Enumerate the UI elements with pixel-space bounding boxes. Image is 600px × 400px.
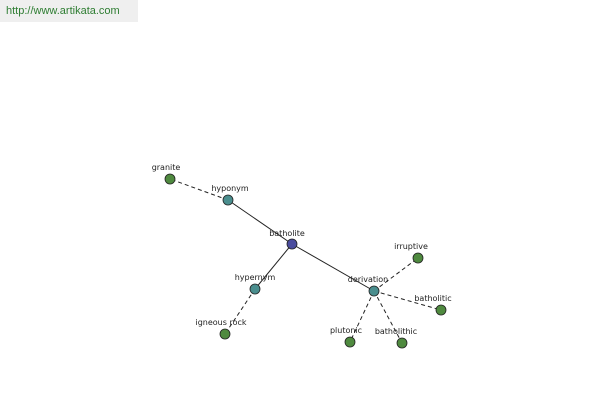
node-igneous-rock[interactable] (219, 328, 231, 340)
label-granite: granite (152, 163, 181, 172)
edge-hypernym-igneous-rock (224, 288, 256, 335)
label-derivation: derivation (348, 275, 388, 284)
label-hyponym: hyponym (211, 184, 249, 193)
label-igneous-rock: igneous rock (195, 318, 246, 327)
edge-derivation-plutonic (349, 290, 375, 343)
node-irruptive[interactable] (412, 252, 424, 264)
label-plutonic: plutonic (330, 326, 362, 335)
node-granite[interactable] (164, 173, 176, 185)
edge-root-hyponym (227, 199, 293, 245)
node-hyponym[interactable] (222, 194, 234, 206)
site-link[interactable]: http://www.artikata.com (0, 0, 138, 22)
node-batholitic[interactable] (435, 304, 447, 316)
label-hypernym: hypernym (235, 273, 276, 282)
edge-root-derivation (291, 243, 375, 292)
node-hypernym[interactable] (249, 283, 261, 295)
edge-derivation-batholithic (373, 290, 403, 344)
edge-derivation-batholitic (373, 290, 442, 311)
node-derivation[interactable] (368, 285, 380, 297)
edge-root-hypernym (254, 243, 293, 290)
edge-hyponym-granite (169, 178, 229, 201)
label-batholitic: batholitic (414, 294, 451, 303)
label-root: batholite (269, 229, 305, 238)
node-root[interactable] (286, 238, 298, 250)
label-batholithic: batholithic (375, 327, 417, 336)
node-plutonic[interactable] (344, 336, 356, 348)
node-batholithic[interactable] (396, 337, 408, 349)
edge-derivation-irruptive (373, 257, 419, 292)
label-irruptive: irruptive (394, 242, 428, 251)
